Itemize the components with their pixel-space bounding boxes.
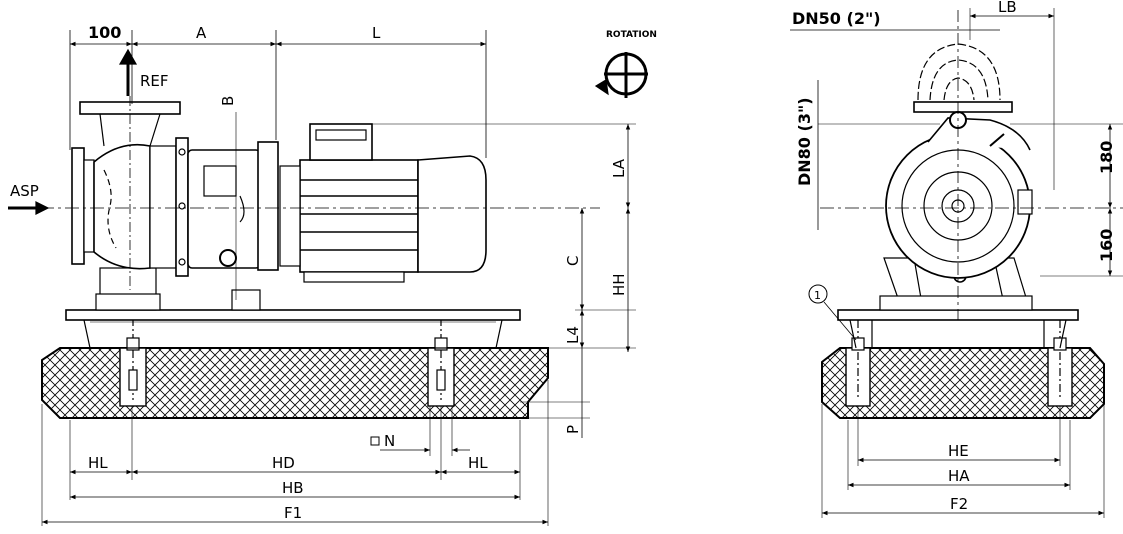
dim-f1-label: F1 xyxy=(284,504,302,522)
dim-b-label: B xyxy=(219,96,237,106)
motor-fan-cover xyxy=(417,155,487,273)
dim-a-label: A xyxy=(196,24,207,42)
dim-180-label: 180 xyxy=(1097,141,1116,174)
dim-160-label: 160 xyxy=(1097,229,1116,262)
dim-hd-label: HD xyxy=(272,454,295,472)
motor-body xyxy=(299,159,419,273)
volute-casing xyxy=(93,143,151,270)
dim-100-label: 100 xyxy=(88,23,121,42)
dim-l-label: L xyxy=(372,24,381,42)
terminal-box xyxy=(309,123,373,161)
ref-label: REF xyxy=(140,72,169,90)
side-view xyxy=(8,30,648,526)
front-view xyxy=(790,8,1123,518)
asp-label: ASP xyxy=(10,182,39,200)
dim-p-label: P xyxy=(564,425,582,434)
dim-c-label: C xyxy=(564,256,582,266)
dim-hb-label: HB xyxy=(282,479,304,497)
dim-hl-left-label: HL xyxy=(88,454,108,472)
dim-ha-label: HA xyxy=(948,467,970,485)
dim-l4-label: L4 xyxy=(564,326,582,344)
dim-he-label: HE xyxy=(948,442,969,460)
rotation-label: ROTATION xyxy=(606,30,657,40)
dim-f2-label: F2 xyxy=(950,495,968,513)
dim-lb-label: LB xyxy=(998,0,1017,16)
dim-hl-right-label: HL xyxy=(468,454,488,472)
dn80-label: DN80 (3") xyxy=(795,97,814,186)
callout-label: 1 xyxy=(814,289,821,302)
suction-flange xyxy=(71,147,85,265)
dim-n-label: N xyxy=(384,432,395,450)
dim-la-label: LA xyxy=(610,158,628,178)
foundation-right xyxy=(821,347,1105,419)
dn50-label: DN50 (2") xyxy=(792,9,881,28)
foundation-left xyxy=(41,347,549,419)
base-plate xyxy=(65,309,521,321)
dim-hh-label: HH xyxy=(610,273,628,296)
